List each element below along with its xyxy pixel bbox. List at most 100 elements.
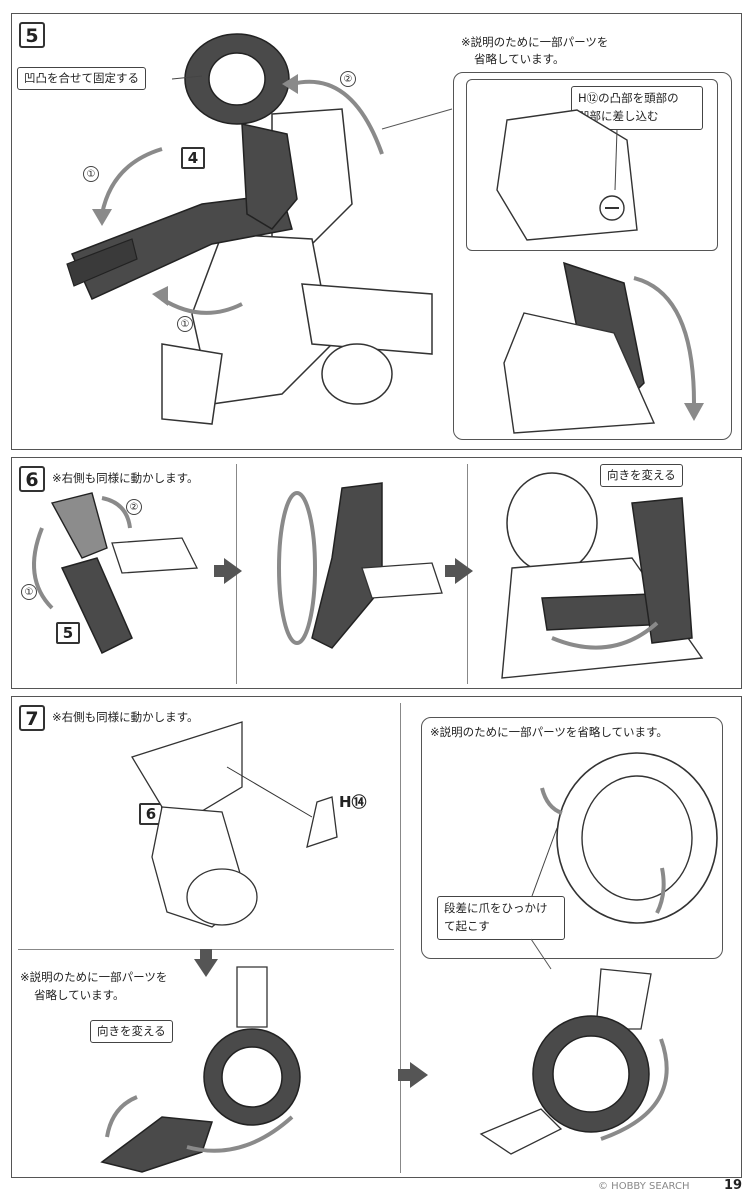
rotate-arrow-2-head	[282, 74, 298, 94]
rotate-arrow-1b-head	[152, 286, 168, 306]
step7-dark-ring-hole	[221, 1046, 283, 1108]
head-rotate-arrow-head	[684, 403, 704, 421]
step6-hand-outline-2	[361, 562, 443, 599]
fix-callout-leader	[171, 75, 203, 80]
step6-panel: 6 ※右側も同様に動かします。 ② ① 5 向きを変える	[11, 457, 742, 689]
step5-omit-note-line2: 省略しています。	[474, 52, 565, 66]
step7-h14-leader	[226, 766, 313, 818]
rotate-arrow-1a	[100, 147, 163, 215]
step7-right-dark-ring-hole	[552, 1035, 630, 1113]
cannon-part	[301, 283, 433, 355]
step5-ref-part: 4	[181, 147, 205, 169]
step6-next-arrow-1	[224, 558, 242, 584]
step6-head-ring	[506, 472, 598, 574]
step5-fix-callout: 凹凸を合せて固定する	[17, 67, 146, 90]
step7-down-arrow	[194, 959, 218, 977]
step6-arm-upper-part	[50, 492, 108, 559]
step6-turn-callout: 向きを変える	[600, 464, 683, 487]
step7-right-leg-outline	[595, 968, 652, 1030]
step7-divider-vertical	[400, 703, 401, 1173]
page-number: 19	[724, 1178, 743, 1193]
step5-head-part-illustration	[503, 261, 704, 434]
step5-assembly-illustration	[66, 33, 453, 425]
step6-arm-weapon-part	[60, 557, 133, 655]
step5-insert-callout: H⑫の凸部を頭部の 凹部に差し込む	[571, 86, 703, 130]
step5-insert-callout-line1: H⑫の凸部を頭部の	[578, 91, 679, 105]
step6-illustration	[32, 472, 704, 679]
step7-hook-callout: 段差に爪をひっかけ て起こす	[437, 896, 565, 940]
step7-upper-body-outline	[131, 721, 243, 818]
step7-omit-note-line2: 省略しています。	[34, 988, 125, 1002]
step5-omit-note-line1: ※説明のために一部パーツを	[461, 35, 609, 49]
step7-right-illustration	[479, 938, 669, 1155]
body-torso	[191, 233, 333, 405]
step7-right-inset-leader	[530, 938, 552, 970]
step7-turn-arrow-left	[105, 1095, 138, 1138]
step7-ring-detail-illustration	[531, 752, 718, 924]
step6-hand-outline	[111, 537, 199, 574]
step7-omit-note-line1: ※説明のために一部パーツを	[20, 970, 168, 984]
step7-foot-part	[100, 1116, 214, 1173]
step7-claw-arrow-top	[540, 787, 563, 815]
hook-callout-leader	[531, 827, 558, 897]
step6-next-arrow-2-tail	[445, 565, 457, 577]
step5-head-illustration	[496, 109, 638, 241]
h14-part	[306, 796, 338, 848]
step5-panel: 5 凹凸を合せて固定する 4 ① ① ②	[11, 13, 742, 450]
step7-right-note: ※説明のために一部パーツを省略しています。	[430, 725, 668, 739]
step5-detail-inset: H⑫の凸部を頭部の 凹部に差し込む	[453, 72, 732, 440]
step7-rotate-arrow	[186, 1115, 294, 1153]
step7-lower-leg-outline	[236, 966, 268, 1028]
step7-leg-ring	[186, 868, 258, 926]
inset-leader-top	[381, 108, 453, 130]
step6-rotate-arrow-2	[101, 496, 132, 529]
rotate-arrow-1b	[160, 297, 243, 315]
footer-watermark: © HOBBY SEARCH	[598, 1181, 690, 1192]
head-base-outline	[503, 312, 656, 434]
step7-right-rotate-arrow	[600, 1038, 669, 1141]
step7-part-label: H⑭	[339, 793, 367, 811]
step7-number: 7	[19, 705, 45, 731]
step6-spin-arrow	[277, 491, 317, 645]
rotate-arrow-2	[291, 79, 384, 155]
arm-link-part	[241, 123, 298, 230]
step5-number: 5	[19, 22, 45, 48]
step6-order-2: ②	[126, 499, 142, 515]
step6-turn-arrow	[551, 621, 659, 650]
step7-panel: 7 ※右側も同様に動かします。 6 H⑭ ※説明のために一部パーツを 省略してい…	[11, 696, 742, 1178]
step7-hook-callout-line2: て起こす	[444, 919, 490, 933]
step5-order-2: ②	[340, 71, 356, 87]
step6-next-arrow-1-tail	[214, 565, 226, 577]
leg-outline	[161, 343, 223, 425]
step7-right-arrow-tail	[398, 1069, 412, 1081]
step6-order-1: ①	[21, 584, 37, 600]
rotate-arrow-1a-head	[92, 209, 112, 226]
step7-ring-inner	[581, 775, 693, 901]
step5-insert-callout-line2: 凹部に差し込む	[578, 109, 659, 123]
head-ring-hole	[208, 52, 266, 106]
step7-detail-inset: ※説明のために一部パーツを省略しています。 段差に爪をひっかけ て起こす	[421, 717, 723, 959]
step7-down-arrow-tail	[200, 949, 212, 961]
step6-vertical-weapon	[631, 497, 693, 644]
step7-note: ※右側も同様に動かします。	[52, 710, 199, 724]
step7-right-arrow	[410, 1062, 428, 1088]
arm-weapon-part	[70, 193, 293, 300]
step6-rotate-arrow-1	[32, 527, 54, 610]
step7-left-illustration	[100, 721, 428, 1173]
step6-number: 6	[19, 466, 45, 492]
step5-sub-inset: H⑫の凸部を頭部の 凹部に差し込む	[466, 79, 718, 251]
step5-order-1b: ①	[177, 316, 193, 332]
step5-order-1a: ①	[83, 166, 99, 182]
step7-right-foot-part	[479, 1108, 563, 1155]
step6-next-arrow-2	[455, 558, 473, 584]
step6-note: ※右側も同様に動かします。	[52, 471, 199, 485]
arm-weapon-barrel	[66, 238, 138, 287]
step7-hook-callout-line1: 段差に爪をひっかけ	[444, 901, 548, 915]
step6-weapon-rotated	[311, 482, 383, 649]
step6-ref-part: 5	[56, 622, 80, 644]
insert-callout-leader	[614, 129, 618, 191]
step7-turn-callout: 向きを変える	[90, 1020, 173, 1043]
head-rotate-arrow	[633, 276, 696, 404]
step7-claw-arrow-bottom	[655, 867, 666, 914]
